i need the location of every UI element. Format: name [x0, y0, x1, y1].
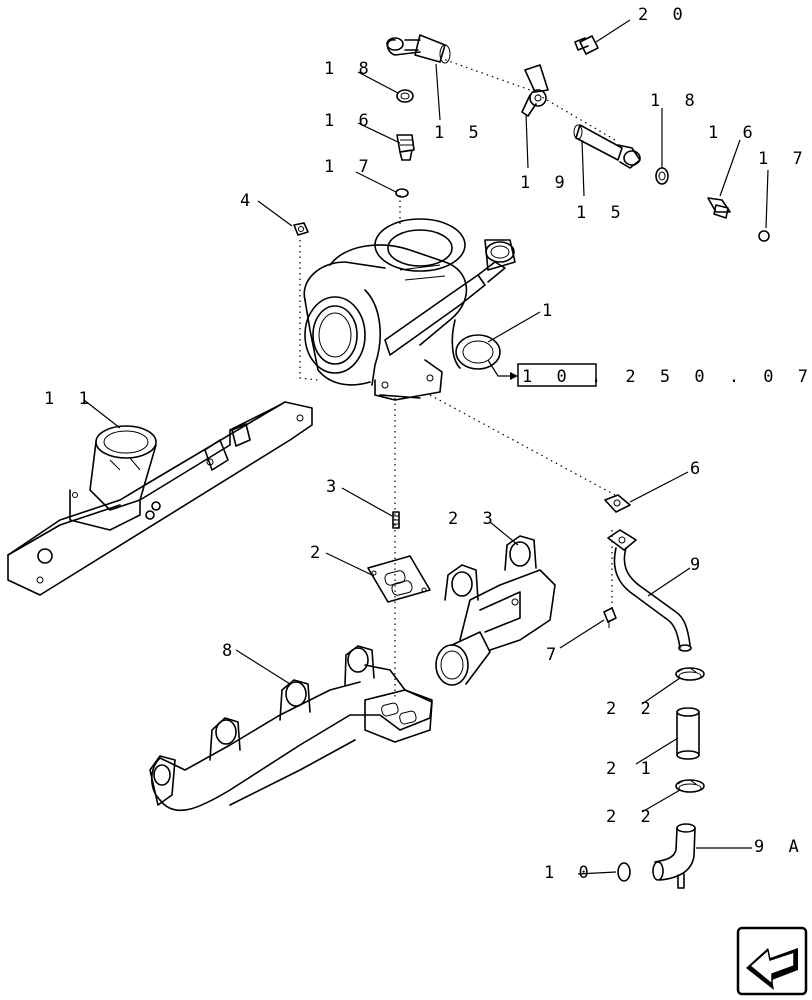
turbo-gasket: [367, 555, 431, 603]
clip: [521, 64, 549, 117]
drain-hose: [676, 707, 700, 760]
callout-18-left: 1 8: [324, 59, 376, 79]
callout-10: 1 0: [544, 863, 596, 883]
banjo-fitting: [574, 35, 599, 55]
callout-17-right: 1 7: [758, 149, 810, 169]
oil-supply-line-lower: [573, 124, 641, 169]
callout-1: 1: [542, 301, 559, 321]
sealing-washer-right: [655, 167, 669, 185]
sealing-washer-left: [396, 89, 414, 103]
turbocharger: [303, 218, 516, 401]
callout-23: 2 3: [448, 509, 500, 529]
callout-15-upper: 1 5: [434, 123, 486, 143]
adapter-fitting-right: [707, 197, 731, 219]
callout-labels: 2 0 1 8 1 6 1 7 1 5 1 9 1 5 1 8 1 6 1 7 …: [44, 5, 810, 883]
reference-box-label: 1 0 . 2 5 0 . 0 7: [522, 367, 812, 387]
next-page-arrow-icon[interactable]: [736, 926, 808, 996]
exhaust-manifold-rear: [435, 535, 556, 686]
bolt: [603, 607, 617, 628]
callout-16-left: 1 6: [324, 111, 376, 131]
callout-22-lower: 2 2: [606, 807, 658, 827]
callout-17-left: 1 7: [324, 157, 376, 177]
callout-3: 3: [326, 477, 343, 497]
callout-20: 2 0: [638, 5, 690, 25]
nut: [293, 222, 309, 236]
o-ring-right: [758, 230, 770, 242]
callout-2: 2: [310, 543, 327, 563]
o-ring-left: [395, 188, 409, 198]
adapter-fitting-left: [396, 134, 415, 161]
callout-9a: 9 A: [754, 837, 806, 857]
oil-drain-tube: [607, 529, 692, 652]
callout-9: 9: [690, 555, 707, 575]
intake-manifold: [7, 401, 313, 596]
assembly-dotted-lines: [299, 57, 616, 700]
leader-lines: [83, 19, 769, 875]
callout-21: 2 1: [606, 759, 658, 779]
hose-clamp-lower: [675, 779, 705, 793]
callout-19: 1 9: [520, 173, 572, 193]
callout-7: 7: [546, 645, 563, 665]
elbow-o-ring: [617, 862, 631, 882]
callout-22-upper: 2 2: [606, 699, 658, 719]
drain-elbow: [652, 823, 696, 889]
callout-11: 1 1: [44, 389, 96, 409]
reference-box[interactable]: 1 0 . 2 5 0 . 0 7: [487, 359, 812, 387]
callout-18-right: 1 8: [650, 91, 702, 111]
oil-supply-line-upper: [386, 34, 451, 64]
callout-8: 8: [222, 641, 239, 661]
callout-15-lower: 1 5: [576, 203, 628, 223]
callout-4: 4: [240, 191, 257, 211]
callout-16-right: 1 6: [708, 123, 760, 143]
hose-clamp-upper: [675, 667, 705, 681]
callout-6: 6: [690, 459, 707, 479]
drain-gasket: [604, 494, 631, 513]
stud: [392, 511, 400, 529]
exhaust-manifold-front: [149, 645, 433, 812]
